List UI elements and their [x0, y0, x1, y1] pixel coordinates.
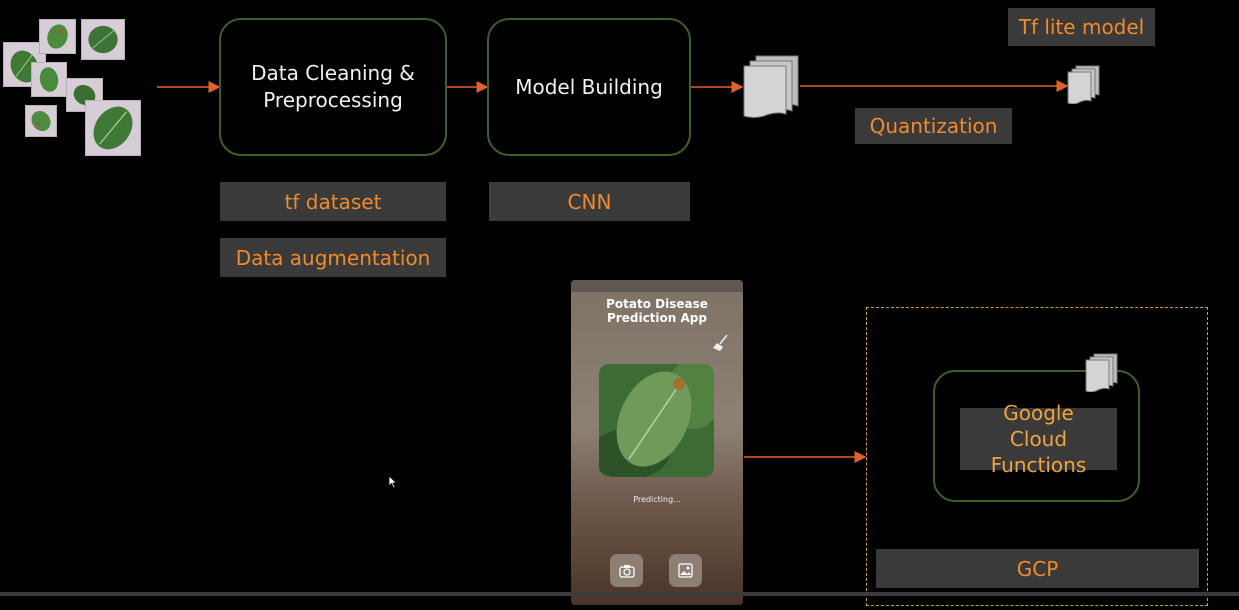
phone-status-bar — [571, 280, 743, 292]
cnn-tag: CNN — [489, 182, 690, 221]
google-cloud-functions-tag: Google Cloud Functions — [960, 401, 1117, 477]
video-progress-track — [0, 592, 1239, 596]
google-cloud-functions-label: Google Cloud Functions — [990, 401, 1087, 477]
leaf-image-icon — [25, 105, 57, 137]
leaf-image-icon — [66, 78, 103, 112]
broom-icon[interactable] — [711, 333, 731, 353]
gcp-tag: GCP — [876, 549, 1199, 588]
data-augmentation-tag: Data augmentation — [220, 238, 446, 277]
data-cleaning-label: Data Cleaning & Preprocessing — [251, 61, 415, 112]
leaf-photo — [599, 364, 714, 477]
tf-dataset-tag: tf dataset — [220, 182, 446, 221]
prediction-status: Predicting... — [633, 495, 681, 504]
leaf-image-icon — [81, 19, 125, 60]
phone-app-title-text: Potato Disease Prediction App — [606, 297, 708, 325]
model-building-stage: Model Building — [487, 18, 691, 156]
camera-icon — [618, 564, 635, 578]
gallery-button[interactable] — [669, 554, 702, 587]
document-stack-icon — [1085, 353, 1118, 392]
document-stack-icon — [1067, 65, 1100, 104]
gcp-frame — [866, 307, 1208, 606]
leaf-image-icon — [39, 19, 76, 54]
quantization-tag: Quantization — [855, 108, 1012, 144]
leaf-image-icon — [85, 100, 141, 156]
phone-app-screen: Potato Disease Prediction App Predicting… — [571, 280, 743, 605]
document-stack-icon — [743, 55, 799, 118]
gallery-icon — [678, 563, 693, 578]
leaf-image-icon — [31, 62, 67, 97]
data-cleaning-stage: Data Cleaning & Preprocessing — [219, 18, 447, 156]
phone-app-title: Potato Disease Prediction App — [571, 297, 743, 325]
model-building-label: Model Building — [515, 74, 663, 99]
tf-lite-model-tag: Tf lite model — [1008, 8, 1155, 46]
camera-button[interactable] — [610, 554, 643, 587]
mouse-cursor-icon — [388, 475, 398, 489]
